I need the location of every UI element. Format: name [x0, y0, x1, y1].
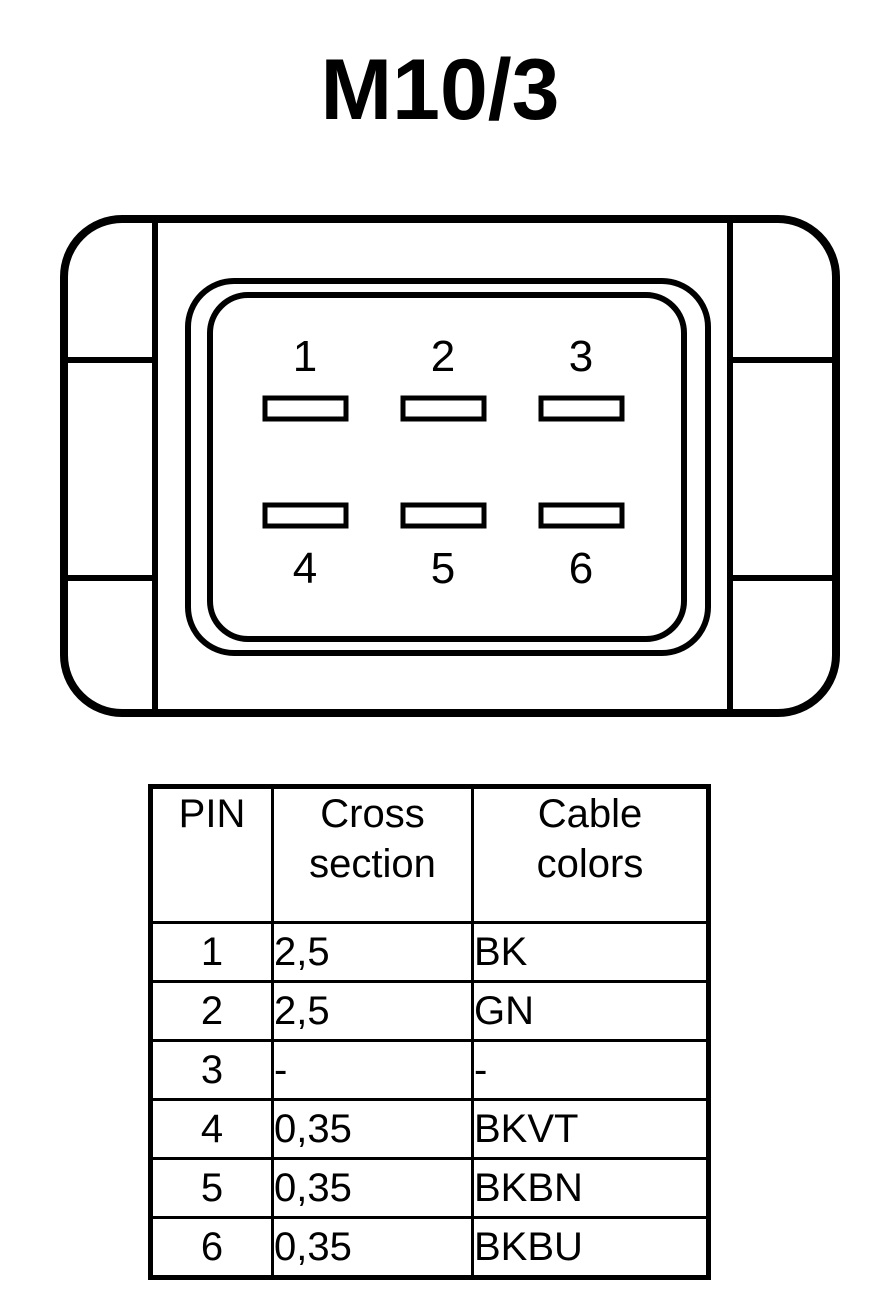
cell-cable-colors: - — [471, 1039, 710, 1101]
cell-cross-section: 0,35 — [271, 1157, 474, 1219]
pin-slot-5 — [400, 502, 487, 529]
table-row: 2 2,5 GN — [149, 980, 710, 1042]
table-row: 5 0,35 BKBN — [149, 1157, 710, 1219]
pin-slot-1 — [262, 395, 349, 422]
cell-cross-section: 0,35 — [271, 1098, 474, 1160]
pin-number-3: 3 — [569, 332, 593, 381]
column-header-pin-label: PIN — [178, 792, 246, 836]
column-header-cross-section: Cross section — [271, 785, 474, 924]
cell-pin: 1 — [149, 921, 274, 983]
page-title: M10/3 — [320, 42, 560, 138]
cell-cable-colors: BKVT — [471, 1098, 710, 1160]
cell-pin: 5 — [149, 1157, 274, 1219]
cell-pin: 3 — [149, 1039, 274, 1101]
cell-cable-colors: GN — [471, 980, 710, 1042]
cell-cross-section: 0,35 — [271, 1216, 474, 1279]
cell-cross-section: 2,5 — [271, 980, 474, 1042]
cell-pin: 2 — [149, 980, 274, 1042]
cell-cable-colors: BKBU — [471, 1216, 710, 1279]
table-row: 3 - - — [149, 1039, 710, 1101]
cell-cable-colors: BK — [471, 921, 710, 983]
connector-inner-bezel — [207, 292, 687, 642]
pin-number-1: 1 — [293, 332, 317, 381]
column-header-cross-section-line1: Cross — [320, 792, 425, 836]
pin-number-4: 4 — [293, 544, 317, 593]
cell-pin: 4 — [149, 1098, 274, 1160]
column-header-cable-colors-line2: colors — [536, 842, 644, 886]
cell-cross-section: 2,5 — [271, 921, 474, 983]
table-row: 6 0,35 BKBU — [149, 1216, 710, 1279]
pin-slot-6 — [538, 502, 625, 529]
cell-cable-colors: BKBN — [471, 1157, 710, 1219]
column-header-cable-colors: Cable colors — [471, 785, 710, 924]
column-header-cross-section-line2: section — [309, 842, 436, 886]
pin-slot-3 — [538, 395, 625, 422]
pin-assignment-table-container: PIN Cross section Cable colors 1 2,5 BK … — [148, 784, 711, 1280]
connector-diagram: 1 2 3 4 5 6 — [60, 215, 840, 727]
table-row: 4 0,35 BKVT — [149, 1098, 710, 1160]
column-header-pin: PIN — [149, 785, 274, 924]
pin-slot-4 — [262, 502, 349, 529]
table-row: 1 2,5 BK — [149, 921, 710, 983]
pin-number-2: 2 — [431, 332, 455, 381]
pin-number-5: 5 — [431, 544, 455, 593]
cell-cross-section: - — [271, 1039, 474, 1101]
column-header-cable-colors-line1: Cable — [537, 792, 643, 836]
cell-pin: 6 — [149, 1216, 274, 1279]
pin-slot-2 — [400, 395, 487, 422]
pin-assignment-table: PIN Cross section Cable colors 1 2,5 BK … — [148, 784, 711, 1280]
table-header-row: PIN Cross section Cable colors — [149, 785, 710, 924]
pin-number-6: 6 — [569, 544, 593, 593]
